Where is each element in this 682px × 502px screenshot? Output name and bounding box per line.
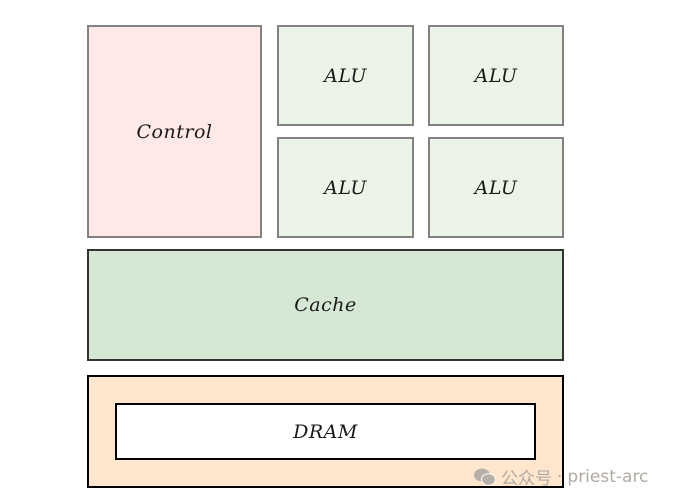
watermark-name: priest-arc <box>567 466 649 487</box>
wechat-icon <box>474 468 496 486</box>
watermark-separator: · <box>557 466 563 487</box>
alu-label: ALU <box>324 64 367 87</box>
cache-block: Cache <box>87 249 564 361</box>
alu-block: ALU <box>428 25 564 126</box>
control-label: Control <box>136 120 213 143</box>
watermark: 公众号 · priest-arc <box>474 464 648 489</box>
control-block: Control <box>87 25 262 238</box>
alu-label: ALU <box>324 176 367 199</box>
alu-block: ALU <box>428 137 564 238</box>
dram-label: DRAM <box>293 420 358 443</box>
watermark-account: 公众号 <box>501 469 552 489</box>
alu-block: ALU <box>277 25 414 126</box>
dram-block: DRAM <box>115 403 536 460</box>
alu-block: ALU <box>277 137 414 238</box>
alu-label: ALU <box>474 176 518 199</box>
alu-label: ALU <box>474 64 518 87</box>
cache-label: Cache <box>294 294 357 316</box>
